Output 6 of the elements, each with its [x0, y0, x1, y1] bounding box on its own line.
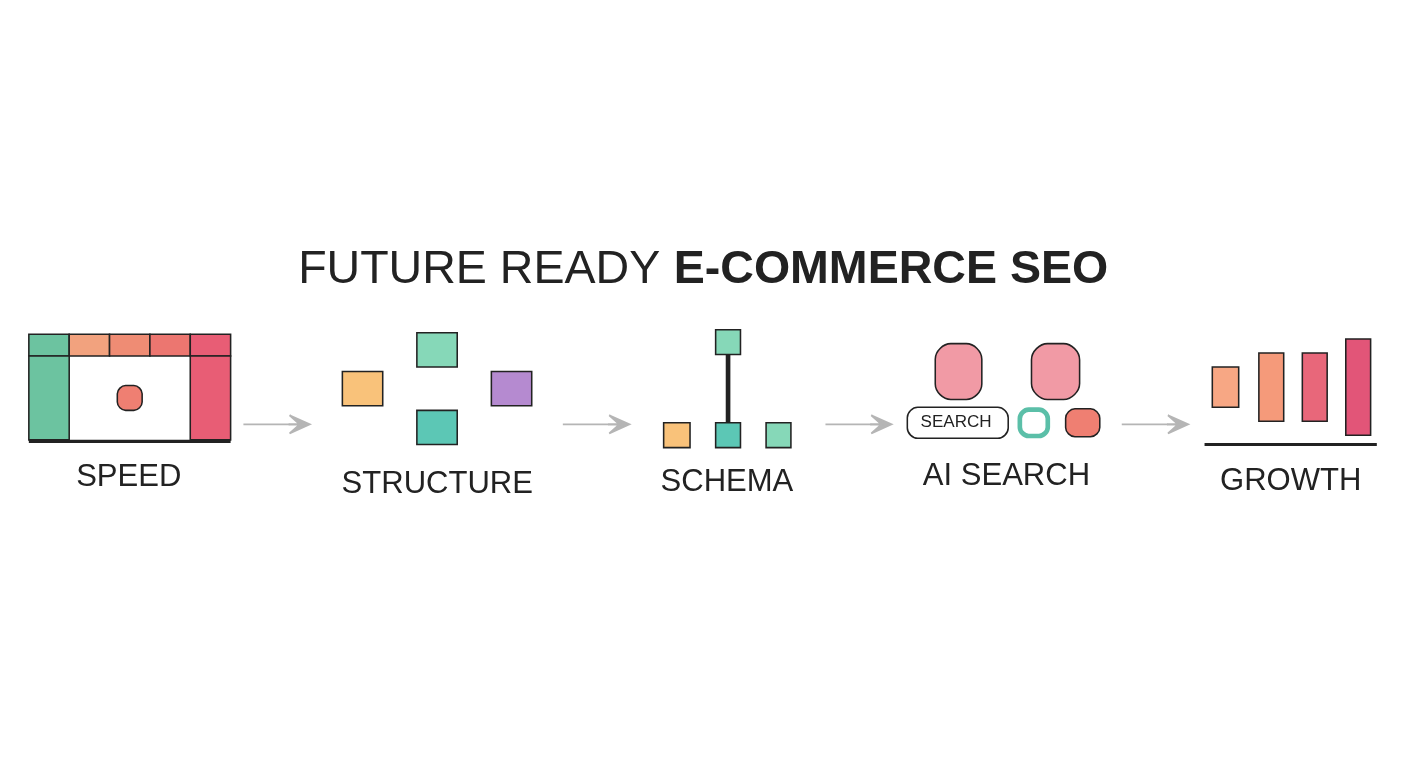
node-label: SCHEMA [660, 463, 794, 499]
node-label: STRUCTURE [341, 464, 533, 500]
node-label: GROWTH [1220, 461, 1362, 497]
node-label: AI SEARCH [922, 456, 1091, 492]
diagram-title: FUTURE READY E-COMMERCE SEO [298, 241, 1109, 294]
node-label: SPEED [76, 458, 182, 494]
